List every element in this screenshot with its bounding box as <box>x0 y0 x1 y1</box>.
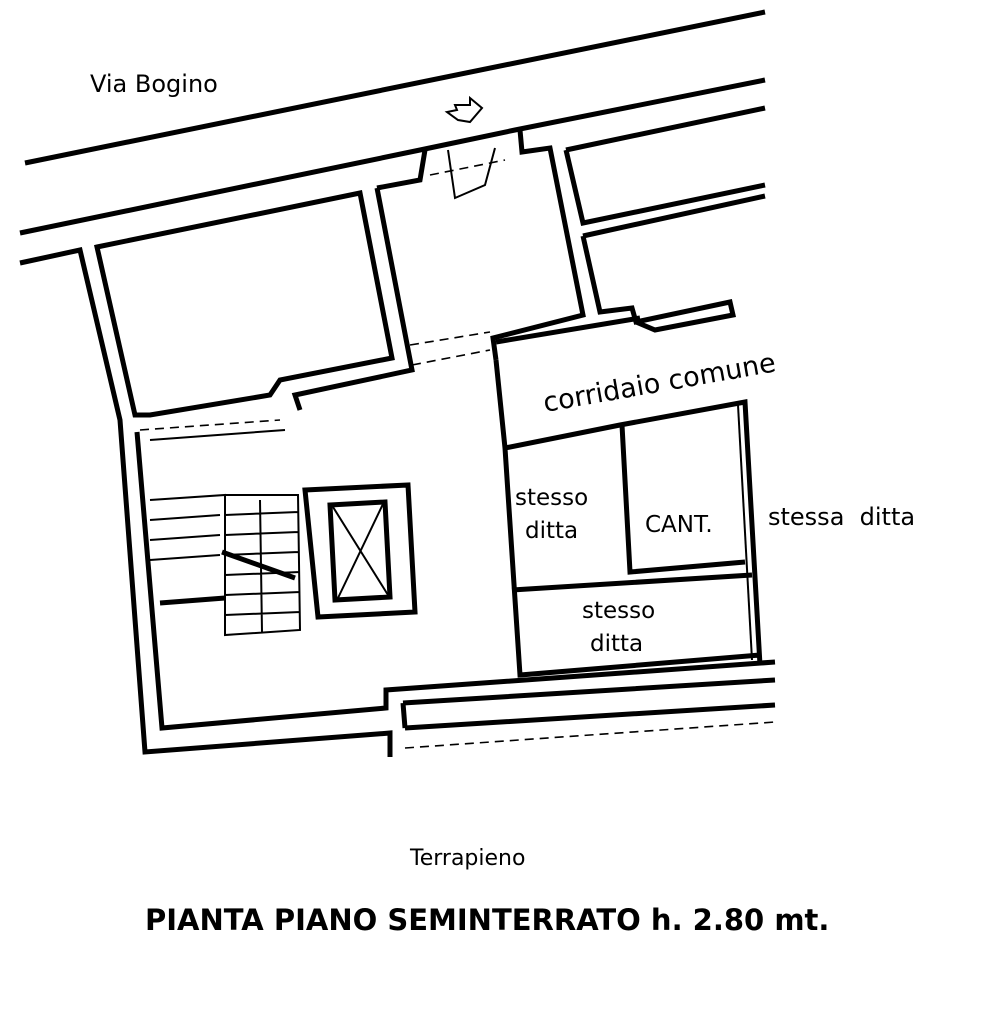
left-unit-label-1: stesso <box>515 485 588 511</box>
left-inner-wall <box>134 431 776 731</box>
right-wall <box>580 193 766 333</box>
ground-label: Terrapieno <box>409 846 525 871</box>
cellar-wall <box>511 424 753 593</box>
entrance-hall-left-wall <box>291 187 415 411</box>
entrance-door <box>447 147 496 200</box>
entrance-arrow-icon <box>444 95 484 124</box>
street-line <box>24 9 766 166</box>
elevator-shaft <box>302 482 418 620</box>
corridor-label: corridaio comune <box>541 347 778 418</box>
page-title: PIANTA PIANO SEMINTERRATO h. 2.80 mt. <box>145 903 829 937</box>
elevator-x-icon <box>332 503 389 599</box>
back-corridor <box>400 677 776 731</box>
bottom-unit-label-2: ditta <box>590 631 643 657</box>
left-outer-wall <box>19 247 393 757</box>
elevator-cabin <box>327 499 393 603</box>
right-outside-label: stessa ditta <box>768 503 915 531</box>
facade-outer-wall <box>19 77 766 236</box>
street-label: Via Bogino <box>90 70 218 98</box>
room-top-right <box>563 105 766 226</box>
stair <box>149 429 302 637</box>
corridor-wall <box>493 359 763 678</box>
room-top-left <box>93 190 395 418</box>
corridor-top-wall <box>495 315 641 345</box>
bottom-unit-label-1: stesso <box>582 598 655 624</box>
left-unit-label-2: ditta <box>525 518 578 544</box>
entrance-left-wall <box>376 149 428 191</box>
cellar-label: CANT. <box>645 512 713 538</box>
entrance-hall-right-wall <box>490 129 586 361</box>
